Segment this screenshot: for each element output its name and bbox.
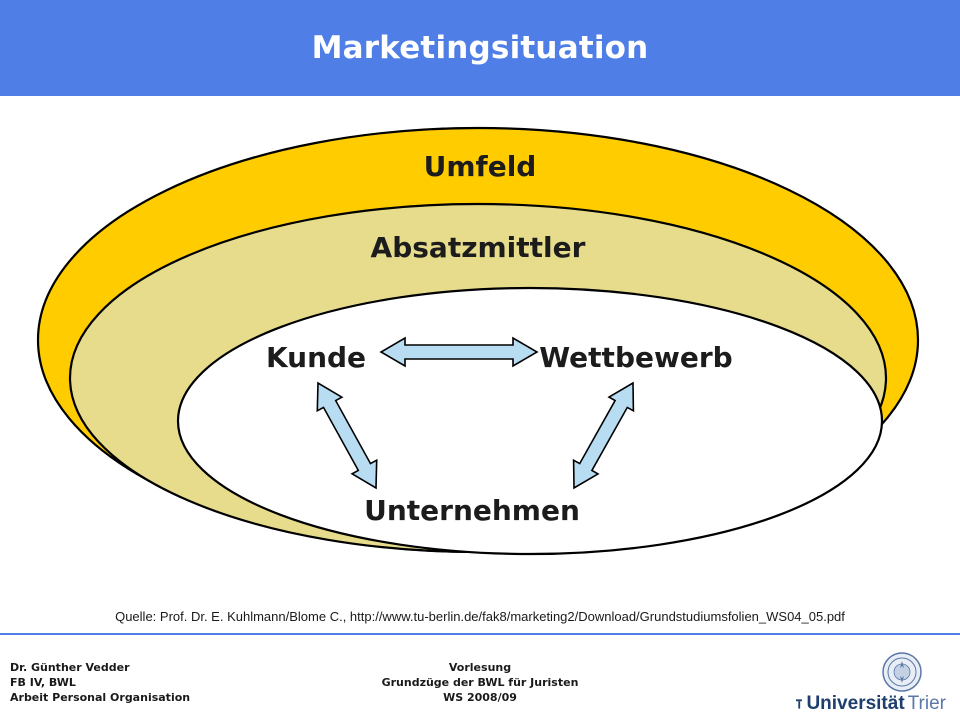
absatzmittler-label: Absatzmittler <box>371 231 586 264</box>
footer-divider <box>0 633 960 635</box>
logo-name-light: Trier <box>907 693 946 714</box>
logo-name-bold: Universität <box>806 693 905 714</box>
title-bar: Marketingsituation <box>0 0 960 96</box>
arrow-kunde-unternehmen <box>316 381 378 490</box>
footer-course: Vorlesung Grundzüge der BWL für Juristen… <box>330 660 630 705</box>
logo-wordmark: Universität Trier <box>796 692 946 716</box>
footer-author: Dr. Günther Vedder FB IV, BWL Arbeit Per… <box>10 660 190 705</box>
umfeld-label: Umfeld <box>424 150 537 183</box>
footer-author-name: Dr. Günther Vedder <box>10 661 130 674</box>
footer-course-term: WS 2008/09 <box>443 691 517 704</box>
footer-author-dept: FB IV, BWL <box>10 676 76 689</box>
university-seal-icon <box>882 652 922 692</box>
university-logo: Universität Trier <box>796 650 946 716</box>
arrow-kunde-wettbewerb <box>379 336 539 368</box>
node-kunde: Kunde <box>266 341 366 374</box>
source-citation: Quelle: Prof. Dr. E. Kuhlmann/Blome C., … <box>115 609 845 624</box>
node-unternehmen: Unternehmen <box>364 494 580 527</box>
node-wettbewerb: Wettbewerb <box>539 341 732 374</box>
slide-title: Marketingsituation <box>311 30 649 66</box>
core-ellipse <box>176 286 884 556</box>
relationship-arrows <box>316 336 635 490</box>
logo-mark-icon <box>796 699 803 709</box>
marketing-diagram: Umfeld Absatzmittler Kunde Wettbewerb Un… <box>36 126 920 556</box>
footer-course-type: Vorlesung <box>448 661 512 674</box>
footer-author-unit: Arbeit Personal Organisation <box>10 691 191 704</box>
arrow-wettbewerb-unternehmen <box>572 381 635 490</box>
footer-course-title: Grundzüge der BWL für Juristen <box>381 676 579 689</box>
